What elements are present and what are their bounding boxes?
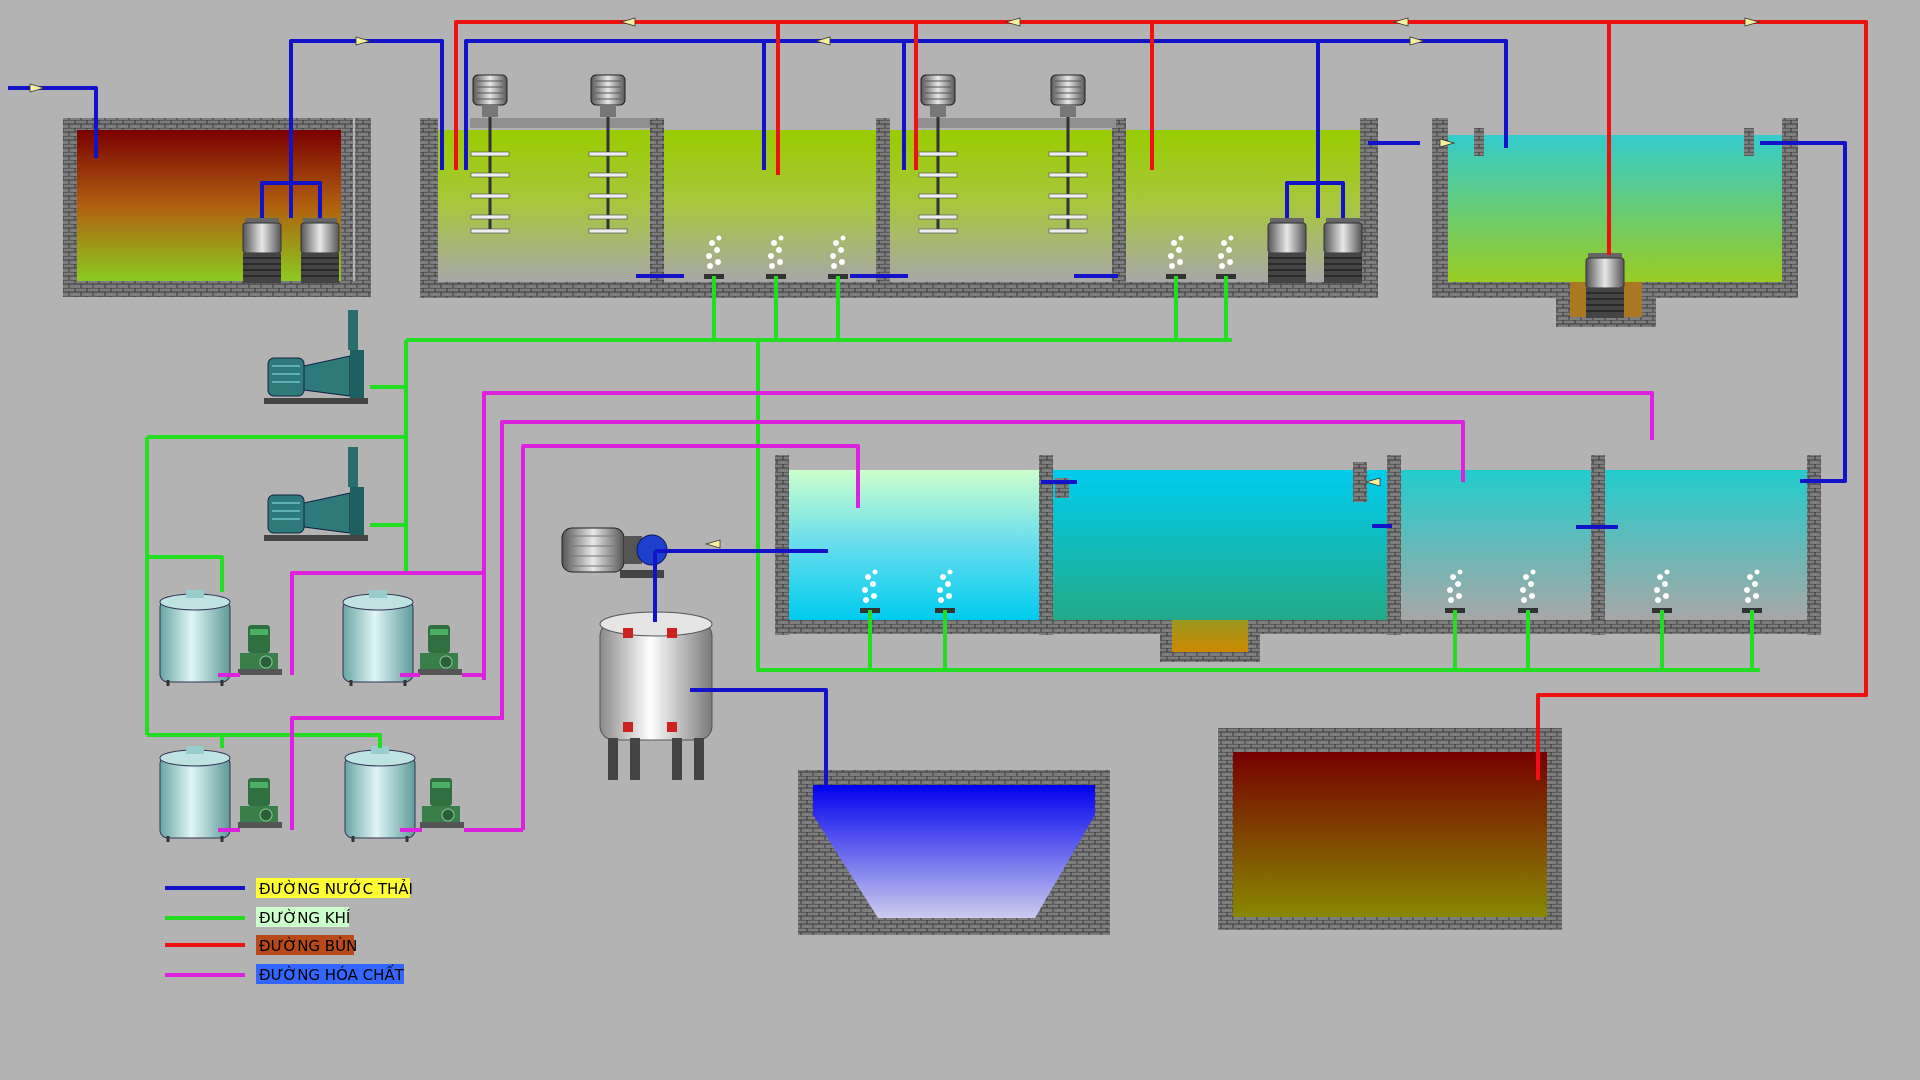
coagulation-flocculation-tanks: [775, 455, 1821, 662]
sludge-lines: [454, 20, 1868, 780]
legend-label-wastewater: ĐƯỜNG NƯỚC THẢI: [259, 878, 413, 898]
legend-item-chemical: ĐƯỜNG HÓA CHẤT: [165, 963, 405, 984]
chemical-lines: [218, 391, 1654, 832]
pressure-filter: [599, 611, 713, 780]
legend-item-wastewater: ĐƯỜNG NƯỚC THẢI: [165, 878, 413, 898]
legend: ĐƯỜNG NƯỚC THẢI ĐƯỜNG KHÍ ĐƯỜNG BÙN ĐƯỜN…: [165, 878, 413, 984]
legend-item-sludge: ĐƯỜNG BÙN: [165, 935, 357, 955]
legend-item-air: ĐƯỜNG KHÍ: [165, 907, 350, 927]
legend-label-air: ĐƯỜNG KHÍ: [259, 908, 350, 927]
legend-label-chemical: ĐƯỜNG HÓA CHẤT: [259, 963, 405, 984]
sludge-holding-tank: [1218, 728, 1562, 930]
filter-feed-pump: [561, 527, 668, 578]
air-lines: [145, 276, 1760, 748]
equalization-tank: [63, 118, 371, 297]
flow-arrows: [29, 17, 1761, 549]
wastewater-lines: [8, 39, 1847, 785]
air-blowers: [263, 309, 369, 542]
anoxic-aerobic-tank-1: [420, 118, 1378, 298]
treated-water-tank: [798, 770, 1110, 935]
legend-label-sludge: ĐƯỜNG BÙN: [259, 936, 357, 955]
